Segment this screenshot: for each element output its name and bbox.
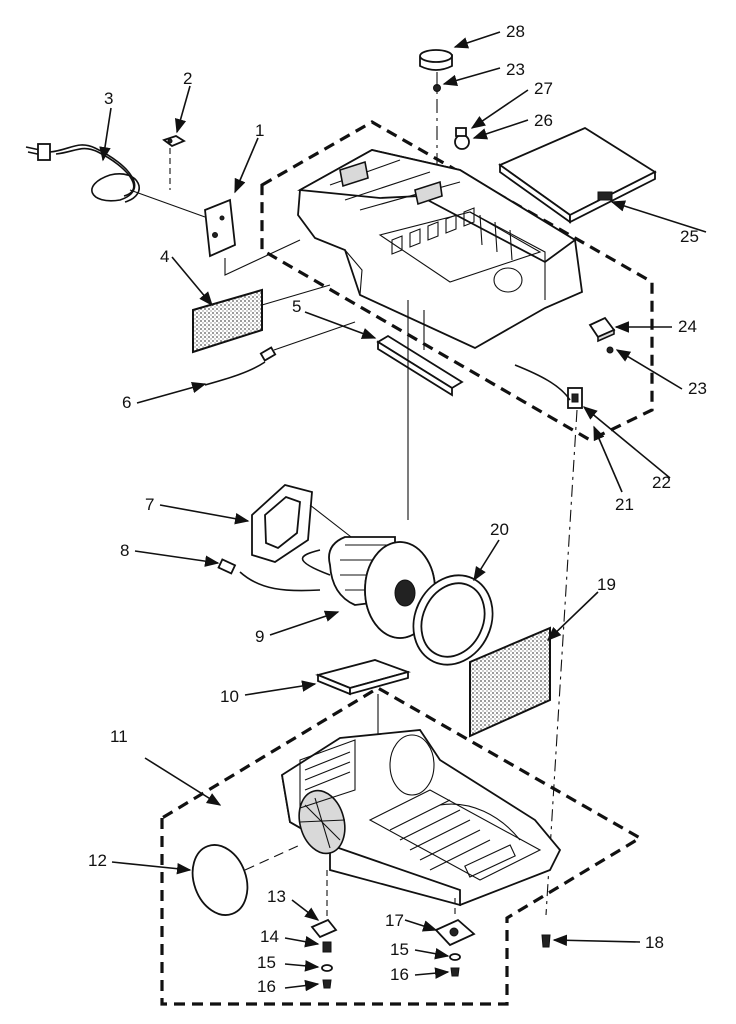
motor-gasket bbox=[251, 484, 313, 563]
callout-24: 24 bbox=[678, 317, 697, 336]
rear-caster bbox=[434, 918, 476, 947]
washer-right bbox=[449, 953, 461, 961]
callout-5: 5 bbox=[292, 297, 301, 316]
callout-4: 4 bbox=[160, 247, 169, 266]
callout-1: 1 bbox=[255, 121, 264, 140]
motor-ring-gasket bbox=[412, 574, 494, 666]
wheel-cap bbox=[191, 844, 249, 916]
callout-15-right: 15 bbox=[390, 940, 409, 959]
callout-7: 7 bbox=[145, 495, 154, 514]
callout-13: 13 bbox=[267, 887, 286, 906]
callout-10: 10 bbox=[220, 687, 239, 706]
clip-assembly bbox=[454, 127, 470, 150]
leader-lines bbox=[99, 31, 707, 992]
front-caster bbox=[310, 918, 338, 939]
screw-side bbox=[541, 934, 551, 948]
callout-26: 26 bbox=[534, 111, 553, 130]
power-cord bbox=[25, 143, 206, 218]
callout-12: 12 bbox=[88, 851, 107, 870]
washer-left bbox=[321, 964, 333, 972]
exhaust-filter-pad bbox=[192, 288, 263, 354]
callout-21: 21 bbox=[615, 495, 634, 514]
callout-15-left: 15 bbox=[257, 953, 276, 972]
callout-17: 17 bbox=[385, 911, 404, 930]
seal-strip bbox=[376, 334, 464, 397]
callout-6: 6 bbox=[122, 393, 131, 412]
callout-23-right: 23 bbox=[688, 379, 707, 398]
lid-cover bbox=[498, 126, 657, 224]
upper-housing bbox=[297, 149, 583, 350]
secondary-filter bbox=[469, 626, 551, 738]
lower-housing bbox=[281, 729, 562, 907]
side-nut bbox=[606, 346, 614, 354]
wire-lead bbox=[204, 321, 356, 386]
callout-14: 14 bbox=[260, 927, 279, 946]
callout-16-right: 16 bbox=[390, 965, 409, 984]
callout-25: 25 bbox=[680, 227, 699, 246]
side-latch bbox=[588, 316, 616, 343]
motor-brush bbox=[217, 558, 237, 575]
switch-bracket bbox=[204, 198, 236, 258]
callout-8: 8 bbox=[120, 541, 129, 560]
callout-27: 27 bbox=[534, 79, 553, 98]
lower-assembly-outline bbox=[160, 686, 644, 1006]
callout-11: 11 bbox=[110, 727, 128, 746]
callout-2: 2 bbox=[183, 69, 192, 88]
upper-assembly-outline bbox=[260, 120, 654, 442]
filter-block bbox=[315, 659, 411, 696]
callout-19: 19 bbox=[597, 575, 616, 594]
callout-23-top: 23 bbox=[506, 60, 525, 79]
callout-9: 9 bbox=[255, 627, 264, 646]
motor bbox=[239, 536, 436, 639]
callout-18: 18 bbox=[645, 933, 664, 952]
top-knob bbox=[419, 49, 453, 71]
callout-labels: 1 2 3 4 5 6 7 8 9 10 11 12 13 14 15 16 1… bbox=[88, 22, 707, 996]
cord-clip bbox=[162, 135, 186, 148]
callout-22: 22 bbox=[652, 473, 671, 492]
callout-28: 28 bbox=[506, 22, 525, 41]
screw-left bbox=[322, 979, 332, 989]
screw-right bbox=[450, 967, 460, 977]
callout-20: 20 bbox=[490, 520, 509, 539]
callout-16-left: 16 bbox=[257, 977, 276, 996]
switch-block bbox=[567, 387, 583, 409]
caster-axle bbox=[322, 941, 332, 953]
callout-3: 3 bbox=[104, 89, 113, 108]
switch-wire bbox=[514, 364, 571, 401]
